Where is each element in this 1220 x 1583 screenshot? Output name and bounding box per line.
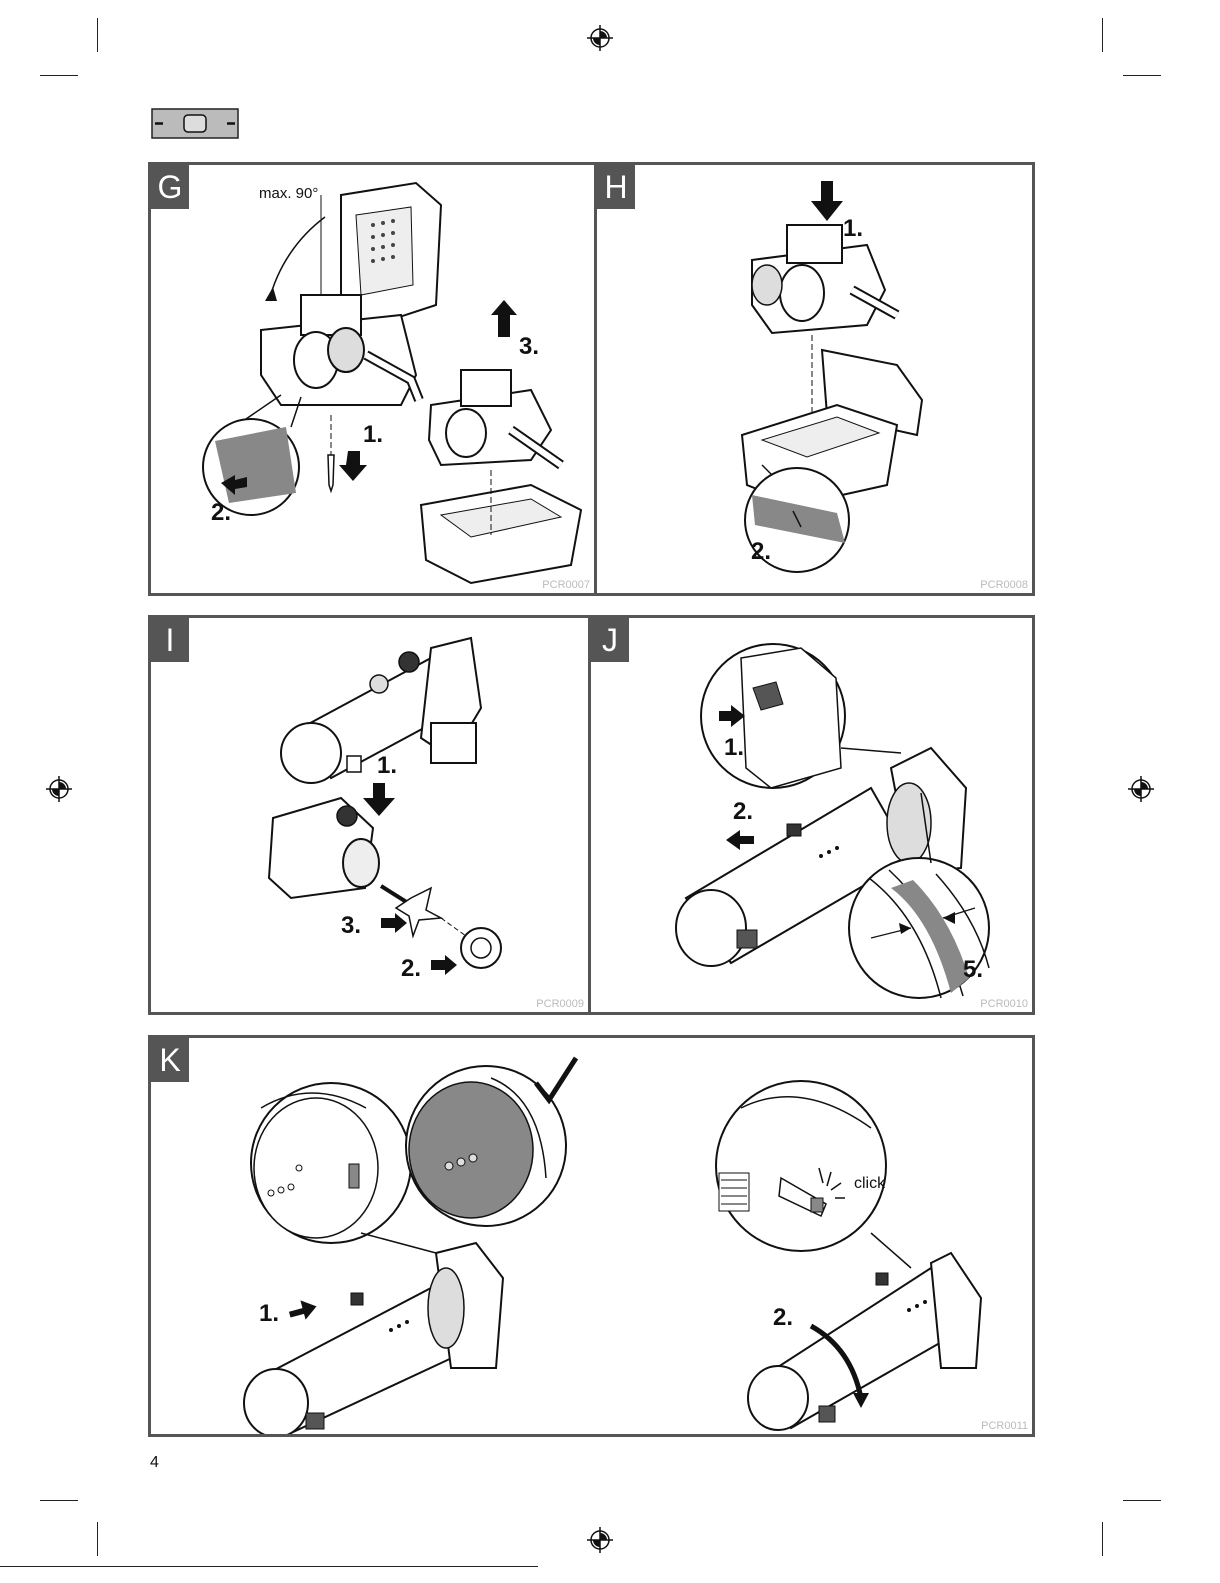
registration-mark-icon	[46, 776, 72, 802]
device-symbol-icon	[151, 108, 239, 139]
crop-mark	[40, 75, 78, 76]
step-label: 2.	[401, 955, 421, 983]
crop-mark	[97, 1522, 98, 1556]
bottom-rule	[0, 1566, 538, 1567]
illustration-remove-housing	[151, 165, 594, 593]
step-label: 1.	[259, 1300, 279, 1328]
panel-k: K	[148, 1035, 1035, 1437]
figure-code: PCR0011	[981, 1420, 1028, 1432]
step-label: 3.	[519, 333, 539, 361]
step-label: 1.	[843, 215, 863, 243]
illustration-uv-seal	[591, 618, 1032, 1012]
panel-g: G	[148, 162, 597, 596]
step-label: 5.	[963, 956, 983, 984]
crop-mark	[1102, 1522, 1103, 1556]
crop-mark	[1102, 18, 1103, 52]
crop-mark	[1123, 1500, 1161, 1501]
panel-j: J 1. 2. 5. PCR0010	[588, 615, 1035, 1015]
registration-mark-icon	[1128, 776, 1154, 802]
illustration-assemble-uv	[151, 1038, 1032, 1434]
angle-note: max. 90°	[259, 185, 318, 202]
click-note: click	[854, 1175, 885, 1193]
crop-mark	[1123, 75, 1161, 76]
step-label: 3.	[341, 912, 361, 940]
registration-mark-icon	[587, 1527, 613, 1553]
figure-code: PCR0009	[536, 998, 584, 1010]
illustration-insert-pump	[597, 165, 1032, 593]
figure-code: PCR0007	[542, 579, 590, 591]
figure-code: PCR0008	[980, 579, 1028, 591]
step-label: 1.	[363, 421, 383, 449]
panel-h: H 1. 2. PCR0008	[594, 162, 1035, 596]
step-label: 2.	[733, 798, 753, 826]
step-label: 2.	[773, 1304, 793, 1332]
step-label: 1.	[377, 752, 397, 780]
panel-i: I 1. 2. 3. PCR0009	[148, 615, 591, 1015]
crop-mark	[40, 1500, 78, 1501]
step-label: 2.	[211, 499, 231, 527]
registration-mark-icon	[587, 25, 613, 51]
crop-mark	[97, 18, 98, 52]
illustration-impeller-removal	[151, 618, 588, 1012]
step-label: 1.	[724, 734, 744, 762]
figure-code: PCR0010	[980, 998, 1028, 1010]
step-label: 2.	[751, 538, 771, 566]
page-number: 4	[150, 1454, 159, 1472]
